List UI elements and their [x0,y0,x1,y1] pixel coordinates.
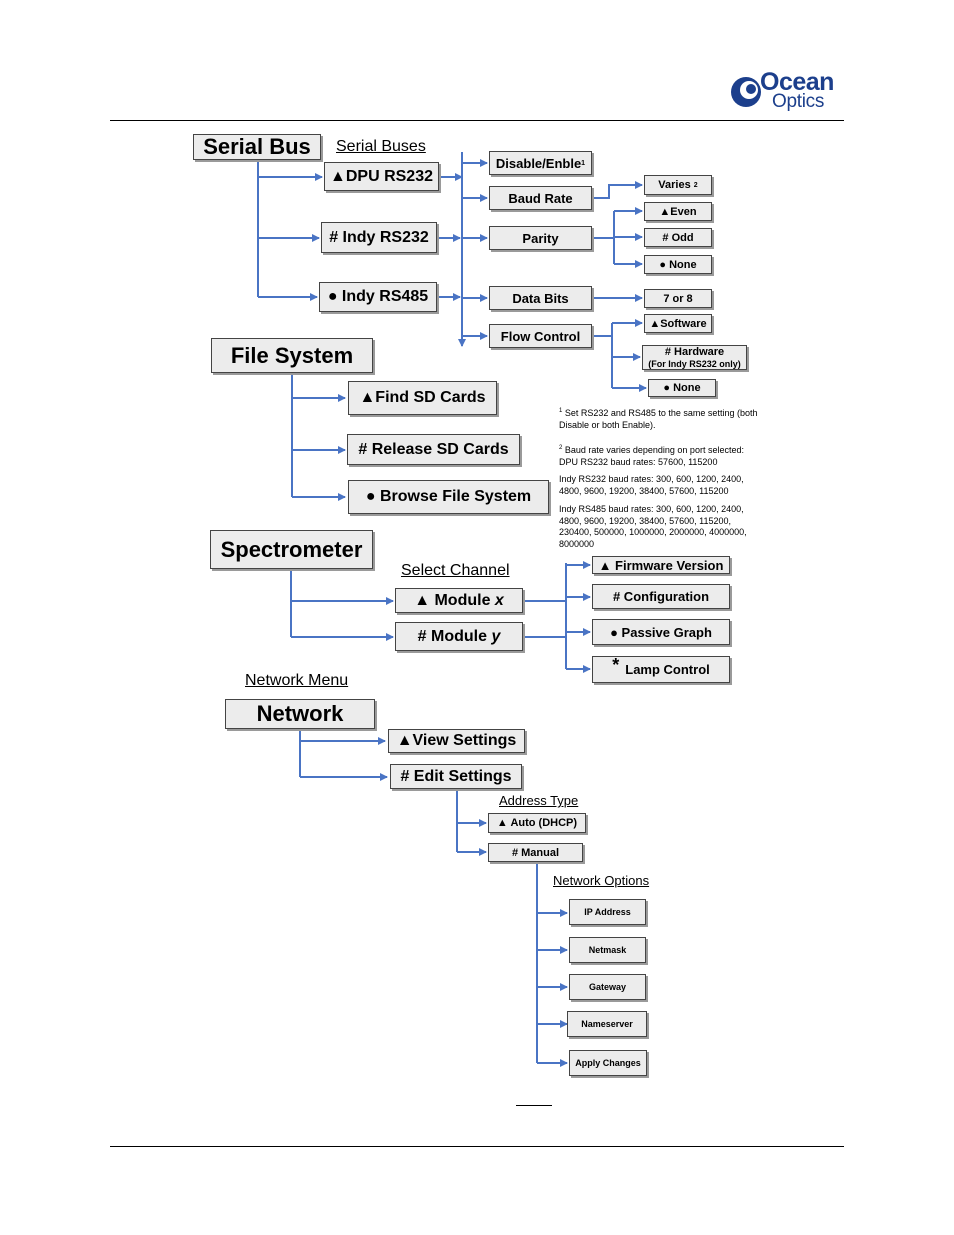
edit-settings-box: # Edit Settings [390,764,522,789]
flow-hardware-label: # Hardware [664,345,725,358]
select-channel-label: Select Channel [401,562,510,579]
netmask-box: Netmask [569,937,646,963]
spectrometer-box: Spectrometer [210,530,373,569]
address-type-label: Address Type [499,793,579,808]
network-options-label: Network Options [553,873,650,888]
figure-caption-underline [516,1093,552,1106]
flow-software-box: ▲Software [644,314,712,333]
header-rule [110,120,844,121]
ocean-optics-logo: Ocean Optics [728,68,848,116]
logo-swirl-icon [731,77,761,107]
parity-odd-box: # Odd [644,228,712,247]
brand-line2: Optics [772,91,825,112]
baud-rate-box: Baud Rate [489,186,592,210]
module-x-var: x [494,591,504,609]
module-y-box: # Module y [395,622,523,651]
parity-none-box: ● None [644,255,712,274]
configuration-box: # Configuration [592,584,730,609]
footnote-2: 2 Baud rate varies depending on port sel… [559,443,764,468]
serial-bus-box: Serial Bus [193,134,321,160]
network-menu-label: Network Menu [245,672,349,689]
browse-file-system-box: ● Browse File System [348,480,549,514]
apply-changes-box: Apply Changes [569,1050,647,1076]
footnote-1: 1 Set RS232 and RS485 to the same settin… [559,406,764,431]
brand-line1: Ocean [760,68,834,96]
footer-rule [110,1146,844,1147]
parity-box: Parity [489,226,592,250]
indy-rs485-box: ● Indy RS485 [319,282,437,312]
manual-box: # Manual [488,843,583,862]
baud-varies-label: Varies [658,179,691,191]
lamp-symbol: * [612,655,620,675]
view-settings-box: ▲View Settings [388,729,525,753]
parity-even-box: ▲Even [644,202,712,221]
find-sd-cards-box: ▲Find SD Cards [348,381,497,415]
ip-address-box: IP Address [569,899,646,925]
firmware-version-box: ▲ Firmware Version [592,556,730,574]
indy-rs232-box: # Indy RS232 [321,222,437,253]
footnote-1-text: Set RS232 and RS485 to the same setting … [559,408,758,430]
auto-dhcp-box: ▲ Auto (DHCP) [488,813,586,833]
baud-varies-box: Varies 2 [644,175,712,195]
footnote-2-text: Baud rate varies depending on port selec… [559,445,744,467]
baud-varies-sup: 2 [693,181,698,189]
release-sd-cards-box: # Release SD Cards [347,434,520,465]
nameserver-box: Nameserver [567,1011,647,1037]
footnote-indy-rs485: Indy RS485 baud rates: 300, 600, 1200, 2… [559,504,747,549]
data-bits-option-box: 7 or 8 [644,289,712,308]
serial-buses-label: Serial Buses [336,138,426,155]
disable-enable-sup: 1 [581,159,586,167]
gateway-box: Gateway [569,974,646,1000]
footnote-2-sup: 2 [559,445,563,451]
disable-enable-label: Disable/Enble [495,155,582,171]
module-x-label: ▲ Module [414,591,495,609]
dpu-rs232-box: ▲DPU RS232 [324,162,439,191]
passive-graph-box: ● Passive Graph [592,619,730,645]
footnote-1-sup: 1 [559,408,563,414]
module-y-var: y [491,627,501,645]
network-box: Network [225,699,375,729]
flow-none-box: ● None [648,379,716,397]
module-x-box: ▲ Module x [395,588,523,613]
lamp-control-box: * Lamp Control [592,655,730,683]
flow-hardware-note: (For Indy RS232 only) [648,358,741,369]
flow-hardware-box: # Hardware (For Indy RS232 only) [642,345,747,370]
file-system-box: File System [211,338,373,373]
module-y-label: # Module [417,627,492,645]
flow-control-box: Flow Control [489,324,592,348]
footnote-indy-rs232: Indy RS232 baud rates: 300, 600, 1200, 2… [559,474,744,496]
lamp-control-label: Lamp Control [625,662,710,677]
data-bits-box: Data Bits [489,286,592,310]
